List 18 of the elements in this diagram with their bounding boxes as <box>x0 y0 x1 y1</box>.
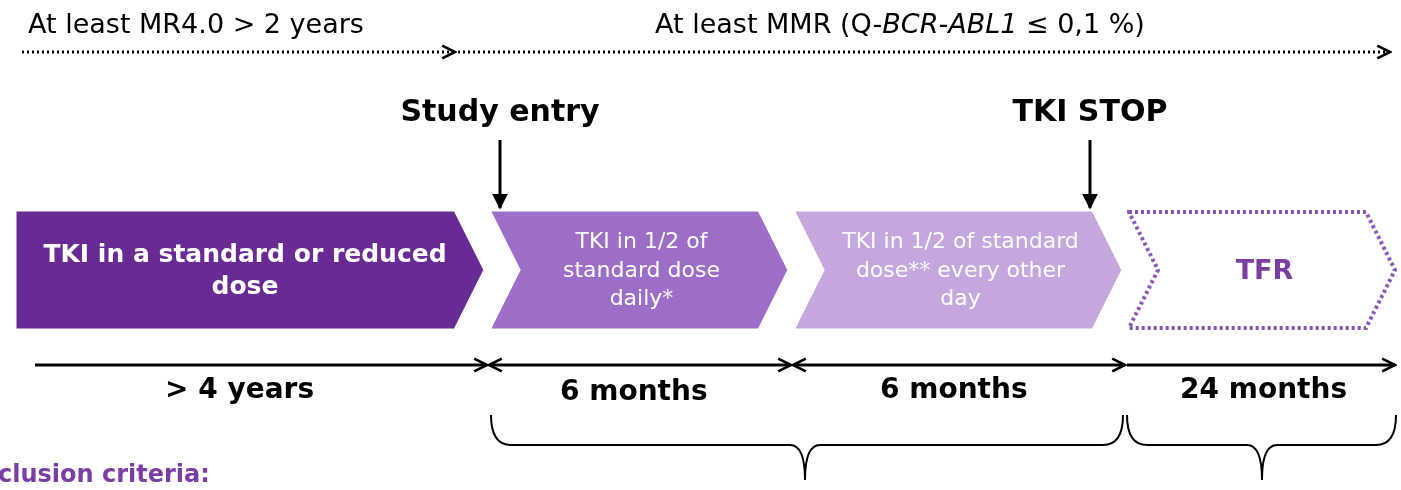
duration-label: 6 months <box>560 374 708 407</box>
phase-label: TKI in 1/2 of standard dose daily* <box>562 227 721 313</box>
event-label: Study entry <box>380 88 620 132</box>
phase-block <box>15 210 485 330</box>
timeline-label: At least MMR (Q-BCR-ABL1 ≤ 0,1 %) <box>655 8 1145 39</box>
duration-label: > 4 years <box>165 372 315 405</box>
phase-label: TKI in 1/2 of standard dose** every other day <box>841 227 1080 313</box>
timeline-label: At least MR4.0 > 2 years <box>28 8 364 39</box>
phase-block <box>793 210 1123 330</box>
phase-block <box>1127 210 1397 330</box>
phase-block <box>489 210 789 330</box>
duration-label: 6 months <box>880 372 1028 405</box>
duration-label: 24 months <box>1180 372 1348 405</box>
phase-label: TFR <box>1234 253 1295 288</box>
event-label: TKI STOP <box>990 88 1190 132</box>
arrow <box>1082 140 1098 210</box>
phase-label: TKI in a standard or reduced dose <box>42 237 448 302</box>
arrow <box>492 140 508 210</box>
